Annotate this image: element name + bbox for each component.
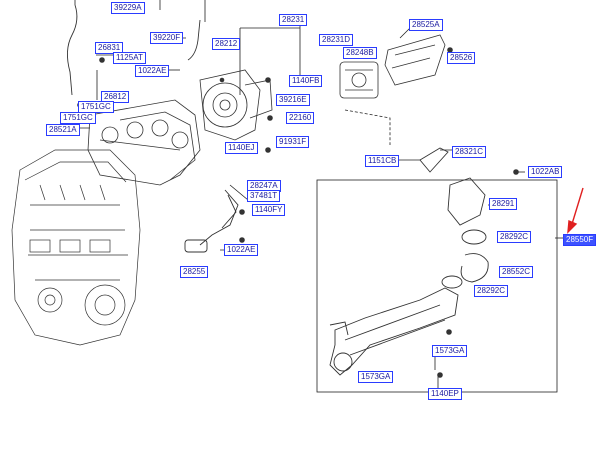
part-label-28526[interactable]: 28526 xyxy=(447,52,476,64)
part-label-28231[interactable]: 28231 xyxy=(279,14,308,26)
part-label-1140EJ[interactable]: 1140EJ xyxy=(225,142,258,154)
exhaust-manifold-drawing xyxy=(87,99,201,186)
part-label-28248B[interactable]: 28248B xyxy=(343,47,377,59)
part-label-28255[interactable]: 28255 xyxy=(180,266,209,278)
part-label-28552C[interactable]: 28552C xyxy=(499,266,534,278)
red-pointer-arrow xyxy=(567,187,584,234)
assembly-frame-line xyxy=(74,0,206,22)
part-label-28292C-a[interactable]: 28292C xyxy=(497,231,532,243)
part-label-28521A[interactable]: 28521A xyxy=(46,124,80,136)
turbocharger-drawing xyxy=(199,69,273,141)
part-label-1140EP[interactable]: 1140EP xyxy=(428,388,462,400)
part-label-1140FY[interactable]: 1140FY xyxy=(252,204,286,216)
coolant-pipe-drawing xyxy=(329,147,489,376)
part-label-26831[interactable]: 26831 xyxy=(95,42,124,54)
heat-shield-drawing xyxy=(384,34,446,86)
part-label-39216E[interactable]: 39216E xyxy=(276,94,310,106)
part-label-28550F-selected[interactable]: 28550F xyxy=(563,234,597,246)
detail-box xyxy=(316,179,558,393)
oil-feed-line-drawing xyxy=(67,4,239,253)
part-label-28212[interactable]: 28212 xyxy=(212,38,241,50)
part-label-39229A[interactable]: 39229A xyxy=(111,2,145,14)
part-label-1751GC-a[interactable]: 1751GC xyxy=(78,101,114,113)
part-label-26812[interactable]: 26812 xyxy=(101,91,130,103)
part-label-1140FB[interactable]: 1140FB xyxy=(289,75,323,87)
part-label-1151CB[interactable]: 1151CB xyxy=(365,155,400,167)
part-label-37481T[interactable]: 37481T xyxy=(247,190,281,202)
part-label-28247A[interactable]: 28247A xyxy=(247,180,281,192)
part-label-1022AE-top[interactable]: 1022AE xyxy=(135,65,170,77)
engine-block-drawing xyxy=(11,149,141,346)
part-label-28292C-b[interactable]: 28292C xyxy=(474,285,509,297)
actuator-drawing xyxy=(339,61,379,99)
part-label-1751GC-b[interactable]: 1751GC xyxy=(60,112,96,124)
part-label-1573GA-a[interactable]: 1573GA xyxy=(432,345,468,357)
part-label-1022AB[interactable]: 1022AB xyxy=(528,166,563,178)
part-label-91931F[interactable]: 91931F xyxy=(276,136,310,148)
part-label-1125AT[interactable]: 1125AT xyxy=(113,52,146,64)
part-label-28231D[interactable]: 28231D xyxy=(319,34,354,46)
part-label-28291[interactable]: 28291 xyxy=(489,198,518,210)
part-label-1573GA-b[interactable]: 1573GA xyxy=(358,371,394,383)
part-label-28321C[interactable]: 28321C xyxy=(452,146,487,158)
part-label-22160[interactable]: 22160 xyxy=(286,112,315,124)
part-label-28525A[interactable]: 28525A xyxy=(409,19,443,31)
part-label-39220F[interactable]: 39220F xyxy=(150,32,184,44)
part-label-1022AE-bottom[interactable]: 1022AE xyxy=(224,244,259,256)
